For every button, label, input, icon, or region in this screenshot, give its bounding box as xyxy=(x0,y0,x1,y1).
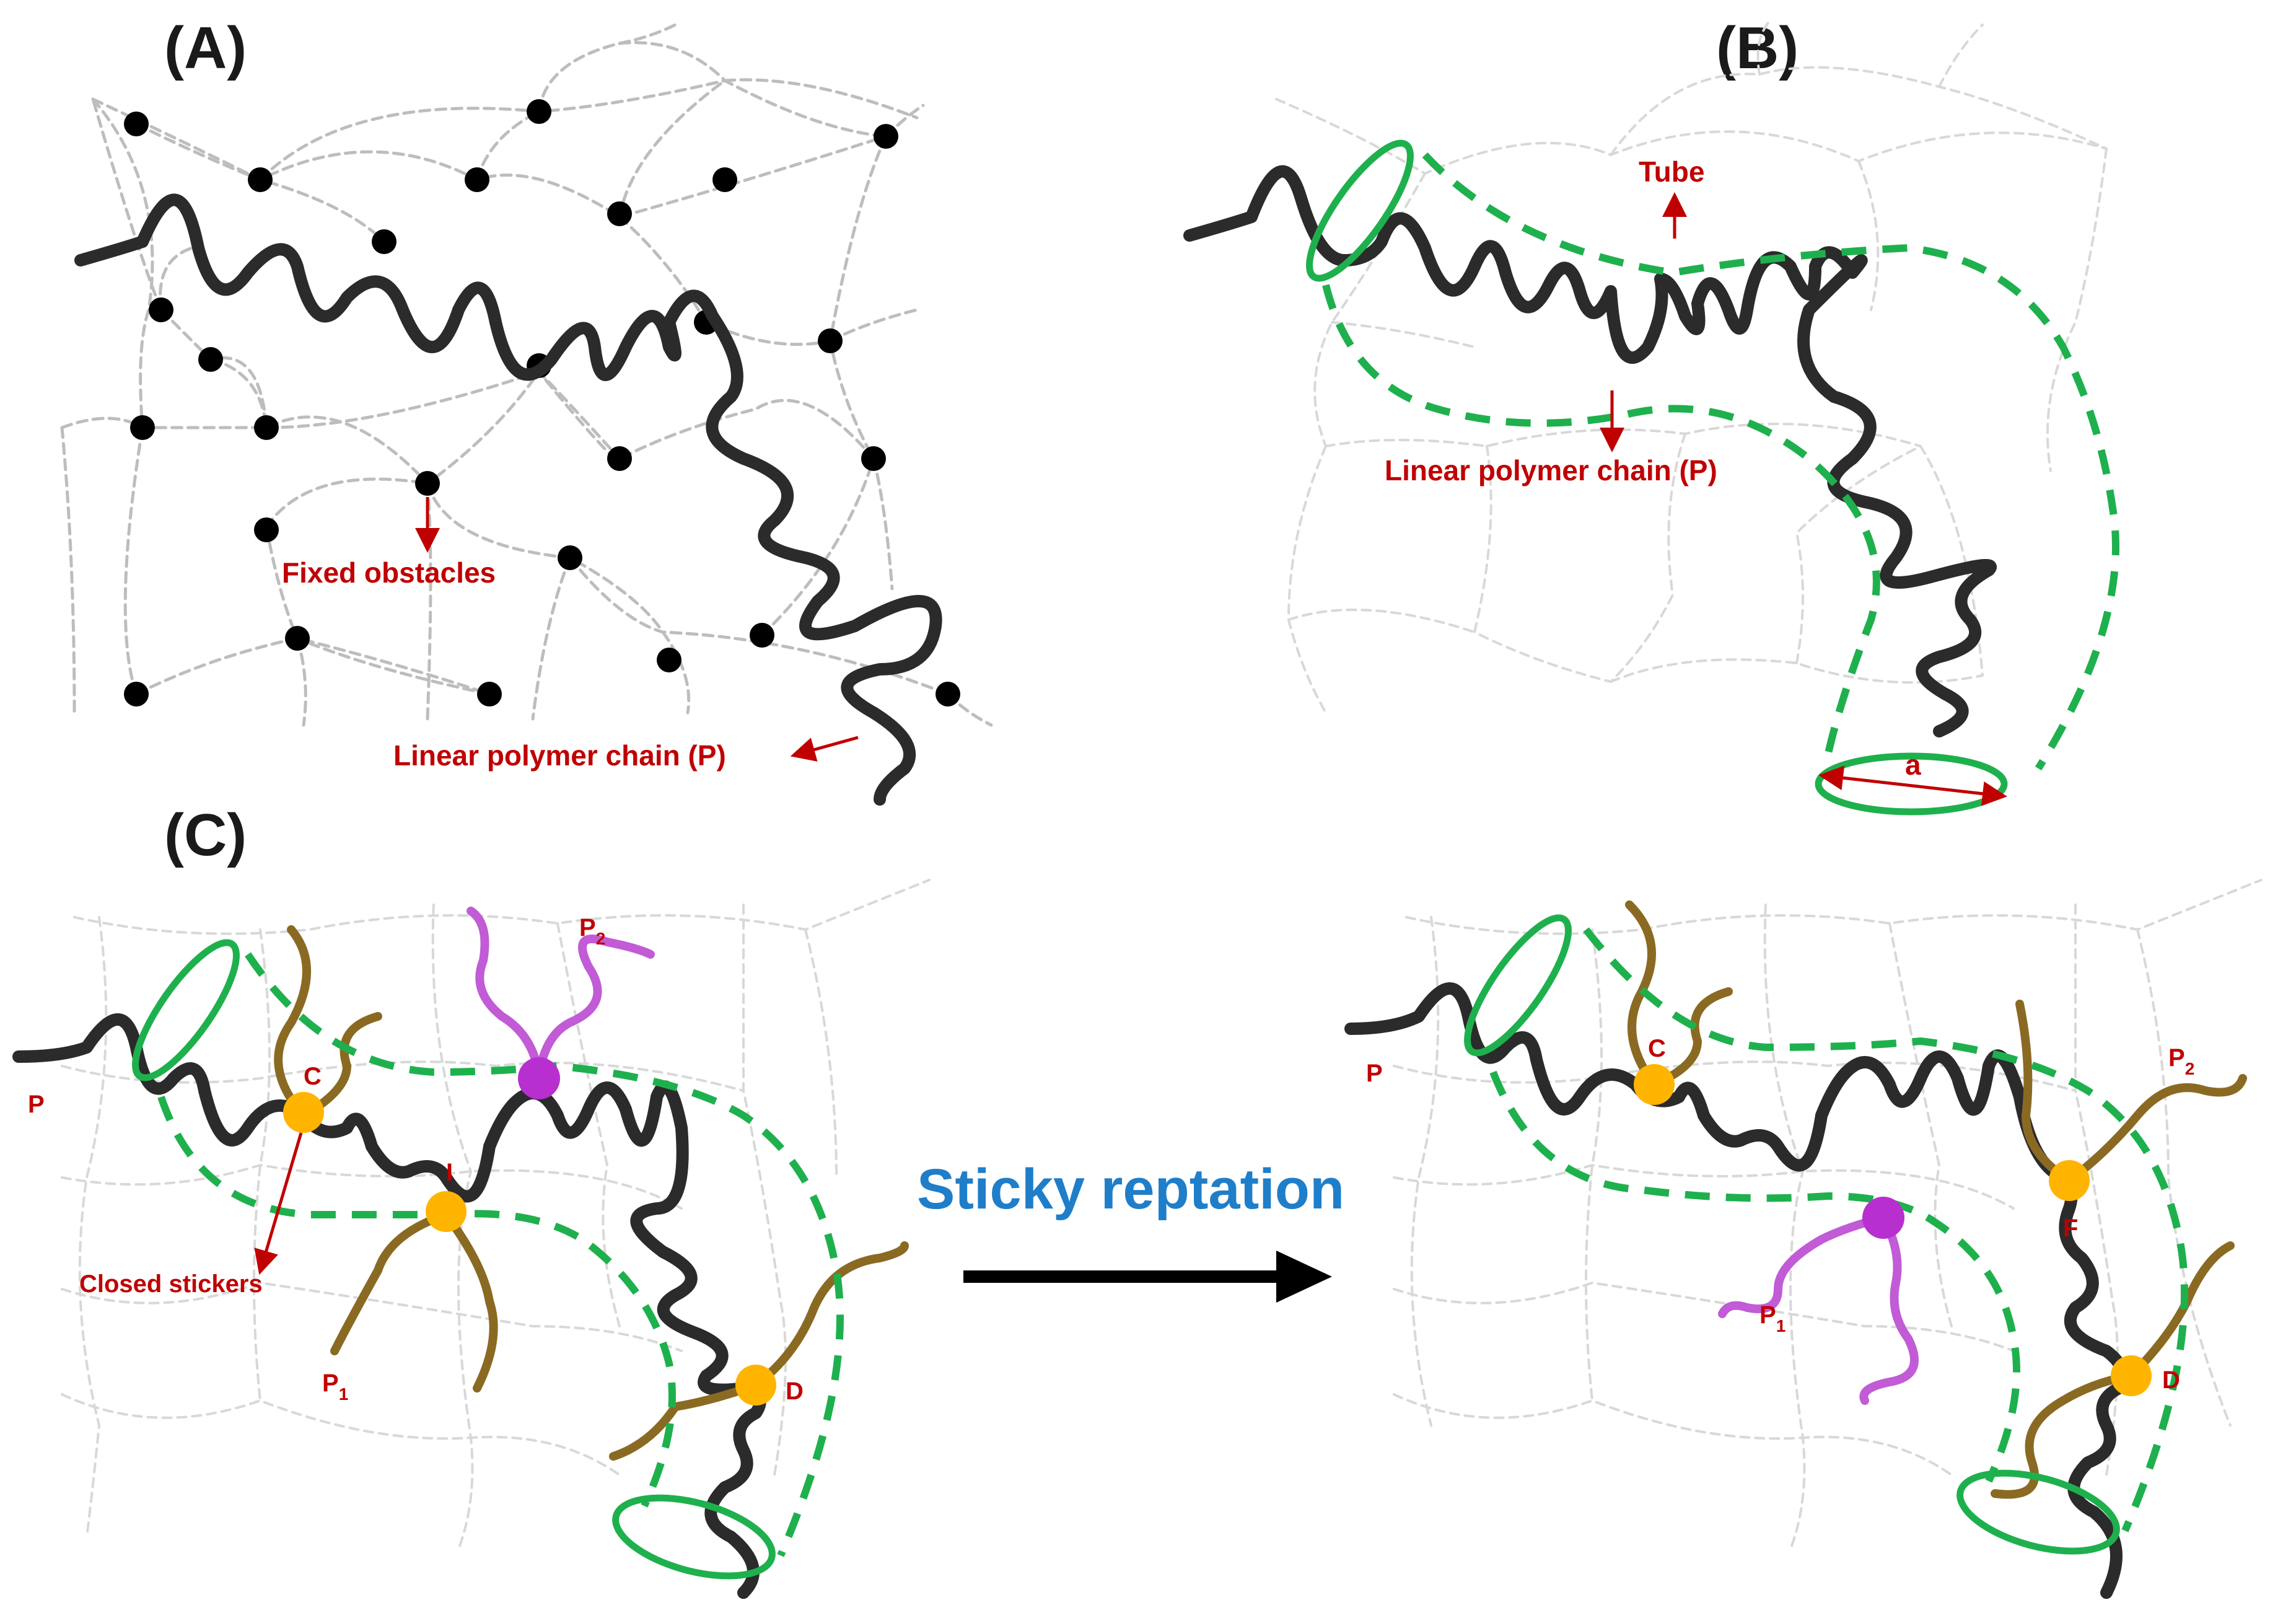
sticker-c-label: C xyxy=(304,1063,322,1090)
p2-label: P2 xyxy=(579,914,605,948)
panel-b-label: (B) xyxy=(1716,15,1799,81)
p2-label-main: P xyxy=(2168,1044,2185,1072)
linear-polymer-chain xyxy=(74,193,942,806)
linear-polymer-chain-label: Linear polymer chain (P) xyxy=(393,739,726,772)
obstacle xyxy=(124,112,149,136)
chain-p-label: P xyxy=(1366,1060,1383,1087)
p1-label-main: P xyxy=(322,1370,339,1397)
tube-exit-ring xyxy=(1956,1469,2120,1555)
obstacle xyxy=(935,682,960,706)
background-network xyxy=(1275,17,2108,714)
p2-sticker xyxy=(518,1057,560,1099)
obstacle xyxy=(149,297,173,322)
obstacle xyxy=(124,682,149,706)
linear-polymer-chain xyxy=(1183,165,1997,737)
reptation-tube xyxy=(1306,139,2119,816)
closed-stickers xyxy=(1634,1064,2152,1396)
p2-label: P2 xyxy=(2168,1044,2194,1078)
sticker-c xyxy=(283,1092,324,1133)
obstacle xyxy=(477,682,502,706)
panel-c-label: (C) xyxy=(164,802,247,868)
panel-a: (A) xyxy=(60,15,993,806)
p1-label-sub: 1 xyxy=(1776,1316,1786,1336)
obstacle xyxy=(607,446,632,471)
obstacle xyxy=(558,545,582,570)
reptation-tube xyxy=(132,939,844,1580)
sticker-d xyxy=(735,1365,776,1406)
tube-exit-ring xyxy=(612,1494,776,1580)
sticker-f xyxy=(2049,1160,2090,1201)
obstacle xyxy=(198,347,223,372)
sticker-d-label: D xyxy=(2162,1366,2180,1394)
linear-polymer-chain xyxy=(1344,982,2129,1599)
closed-stickers-pointer-arrow xyxy=(254,1132,303,1275)
p2-label-main: P xyxy=(579,914,596,941)
obstacle xyxy=(527,99,551,124)
background-network xyxy=(61,879,931,1551)
p1-label: P1 xyxy=(1759,1301,1786,1336)
tube-entrance-ring xyxy=(132,939,240,1081)
closed-stickers-label: Closed stickers xyxy=(79,1270,263,1298)
tube-label: Tube xyxy=(1639,156,1704,188)
reptation-tube xyxy=(1464,914,2188,1555)
tube-entrance-ring xyxy=(1464,914,1572,1057)
p2-chain xyxy=(467,907,655,1080)
obstacle xyxy=(750,623,774,648)
p2-label-sub: 2 xyxy=(596,929,606,948)
obstacle xyxy=(254,415,279,440)
sticker-d xyxy=(2111,1355,2152,1396)
sticker-i-label: I xyxy=(446,1159,453,1186)
sticker-i xyxy=(426,1191,467,1232)
fixed-obstacles xyxy=(124,99,960,706)
obstacle xyxy=(248,167,273,192)
p1-label-main: P xyxy=(1759,1301,1776,1329)
panel-b: (B) Tube Lin xyxy=(1183,15,2119,816)
p2-label-sub: 2 xyxy=(2185,1059,2195,1078)
obstacle xyxy=(285,626,310,651)
tube-diameter-label: a xyxy=(1905,749,1921,781)
obstacle xyxy=(372,229,397,254)
tube-diameter-arrow xyxy=(1818,765,2007,806)
side-chains-p1 xyxy=(274,925,909,1461)
obstacle xyxy=(254,517,279,542)
panel-c-left: (C) xyxy=(12,802,931,1599)
obstacle xyxy=(657,648,681,672)
background-network xyxy=(1393,879,2263,1551)
p2-chain xyxy=(1718,1213,1919,1405)
panel-c-right: P C F D P1 P2 xyxy=(1344,879,2263,1599)
chain-pointer-arrow xyxy=(790,736,859,762)
sticker-d-label: D xyxy=(786,1378,804,1405)
obstacle xyxy=(130,415,155,440)
obstacle xyxy=(415,471,440,496)
sticky-reptation-label: Sticky reptation xyxy=(917,1158,1344,1221)
transition: Sticky reptation xyxy=(917,1158,1344,1303)
p1-label-sub: 1 xyxy=(339,1384,349,1404)
p2-sticker xyxy=(1862,1197,1904,1239)
obstacle xyxy=(465,167,489,192)
closed-stickers xyxy=(283,1092,776,1406)
obstacle xyxy=(874,124,898,149)
tube-entrance-ring xyxy=(1306,139,1414,282)
sticker-c-label: C xyxy=(1648,1035,1666,1062)
obstacle xyxy=(607,201,632,226)
panel-a-label: (A) xyxy=(164,15,247,81)
obstacle xyxy=(712,167,737,192)
sticker-c xyxy=(1634,1064,1675,1105)
chain-p-label: P xyxy=(28,1091,45,1118)
obstacle xyxy=(861,446,886,471)
transition-arrow-head xyxy=(1276,1251,1332,1303)
fixed-obstacles-label: Fixed obstacles xyxy=(282,557,496,589)
sticker-f-label: F xyxy=(2063,1215,2078,1242)
linear-polymer-chain-label: Linear polymer chain (P) xyxy=(1385,454,1717,486)
obstacle xyxy=(818,328,843,353)
p1-label: P1 xyxy=(322,1370,348,1404)
